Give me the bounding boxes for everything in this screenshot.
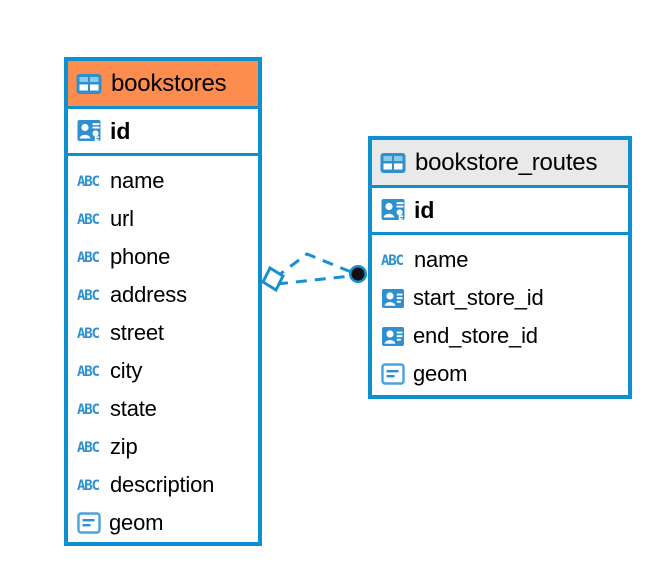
foreign-key-icon bbox=[381, 324, 406, 349]
field-row-city[interactable]: ABC city bbox=[68, 352, 258, 390]
entity-title: bookstore_routes bbox=[415, 148, 598, 176]
relationship-connector[interactable] bbox=[255, 240, 380, 310]
entity-header-bookstores[interactable]: bookstores bbox=[68, 61, 258, 109]
field-row-url[interactable]: ABC url bbox=[68, 200, 258, 238]
svg-text:ABC: ABC bbox=[77, 364, 99, 380]
table-icon bbox=[380, 150, 406, 176]
filled-circle-icon bbox=[349, 265, 367, 283]
abc-text-icon: ABC bbox=[77, 361, 103, 381]
abc-text-icon: ABC bbox=[77, 209, 103, 229]
abc-text-icon: ABC bbox=[77, 247, 103, 267]
primary-key-icon bbox=[77, 118, 104, 144]
field-label: geom bbox=[413, 361, 468, 386]
svg-text:ABC: ABC bbox=[77, 212, 99, 228]
field-list: ABC name ABC url ABC p bbox=[68, 156, 258, 546]
svg-text:ABC: ABC bbox=[77, 250, 99, 266]
field-row-name[interactable]: ABC name bbox=[68, 162, 258, 200]
primary-key-row[interactable]: id bbox=[68, 109, 258, 156]
field-label: zip bbox=[110, 434, 138, 459]
abc-text-icon: ABC bbox=[77, 323, 103, 343]
field-label: address bbox=[110, 282, 187, 307]
relationship-line-lower bbox=[276, 274, 352, 286]
table-icon bbox=[76, 71, 102, 97]
svg-text:ABC: ABC bbox=[77, 288, 99, 304]
geometry-icon bbox=[77, 511, 102, 536]
svg-text:ABC: ABC bbox=[77, 478, 99, 494]
primary-key-row[interactable]: id bbox=[372, 188, 628, 235]
field-row-name[interactable]: ABC name bbox=[372, 241, 628, 279]
abc-text-icon: ABC bbox=[381, 250, 407, 270]
field-label: geom bbox=[109, 510, 164, 535]
field-row-phone[interactable]: ABC phone bbox=[68, 238, 258, 276]
field-row-description[interactable]: ABC description bbox=[68, 466, 258, 504]
svg-text:ABC: ABC bbox=[77, 440, 99, 456]
field-row-geom[interactable]: geom bbox=[372, 355, 628, 393]
field-label: end_store_id bbox=[413, 323, 538, 348]
field-label: city bbox=[110, 358, 143, 383]
field-label: description bbox=[110, 472, 215, 497]
field-label: name bbox=[110, 168, 165, 193]
field-label: state bbox=[110, 396, 157, 421]
field-label: street bbox=[110, 320, 164, 345]
abc-text-icon: ABC bbox=[77, 437, 103, 457]
field-list: ABC name start_store_id bbox=[372, 235, 628, 397]
field-row-zip[interactable]: ABC zip bbox=[68, 428, 258, 466]
primary-key-label: id bbox=[414, 196, 435, 223]
field-row-end-store-id[interactable]: end_store_id bbox=[372, 317, 628, 355]
entity-table-bookstore-routes[interactable]: bookstore_routes id bbox=[368, 136, 632, 399]
relationship-line-upper bbox=[274, 252, 352, 280]
field-label: name bbox=[414, 247, 469, 272]
field-row-geom[interactable]: geom bbox=[68, 504, 258, 542]
abc-text-icon: ABC bbox=[77, 399, 103, 419]
primary-key-label: id bbox=[110, 117, 131, 144]
svg-text:ABC: ABC bbox=[381, 253, 403, 269]
primary-key-icon bbox=[381, 197, 408, 223]
foreign-key-icon bbox=[381, 286, 406, 311]
field-row-address[interactable]: ABC address bbox=[68, 276, 258, 314]
svg-text:ABC: ABC bbox=[77, 326, 99, 342]
geometry-icon bbox=[381, 362, 406, 387]
entity-title: bookstores bbox=[111, 69, 227, 97]
svg-text:ABC: ABC bbox=[77, 174, 99, 190]
abc-text-icon: ABC bbox=[77, 475, 103, 495]
entity-table-bookstores[interactable]: bookstores id bbox=[64, 57, 262, 546]
abc-text-icon: ABC bbox=[77, 285, 103, 305]
entity-header-bookstore-routes[interactable]: bookstore_routes bbox=[372, 140, 628, 188]
field-label: start_store_id bbox=[413, 285, 544, 310]
field-label: phone bbox=[110, 244, 171, 269]
abc-text-icon: ABC bbox=[77, 171, 103, 191]
field-label: url bbox=[110, 206, 134, 231]
field-row-street[interactable]: ABC street bbox=[68, 314, 258, 352]
diamond-outline-icon bbox=[261, 265, 285, 293]
svg-text:ABC: ABC bbox=[77, 402, 99, 418]
field-row-state[interactable]: ABC state bbox=[68, 390, 258, 428]
field-row-start-store-id[interactable]: start_store_id bbox=[372, 279, 628, 317]
